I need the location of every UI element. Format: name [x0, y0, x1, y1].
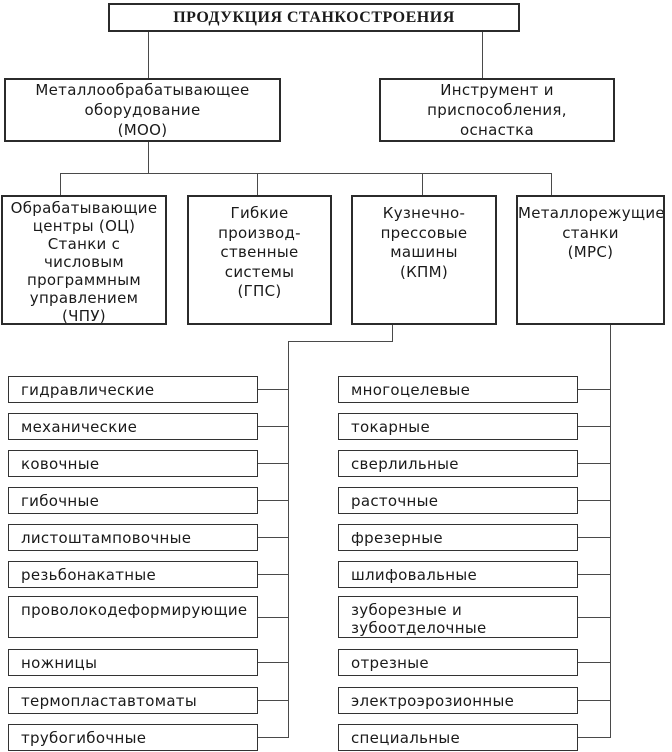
list-item-mrs-type: отрезные — [338, 649, 578, 676]
connector-tick-left-1 — [258, 389, 288, 390]
connector-moo-trunk — [148, 142, 149, 173]
box-machining-centers-cnc: Обрабатывающие центры (ОЦ) Станки с числ… — [1, 195, 167, 325]
connector-tick-right-10 — [578, 737, 610, 738]
list-item-kpm-type: проволокодеформирующие — [8, 596, 258, 638]
list-item-kpm-type: термопластавтоматы — [8, 687, 258, 714]
list-item-mrs-type: фрезерные — [338, 524, 578, 551]
connector-tick-right-2 — [578, 426, 610, 427]
list-item-kpm-type: резьбонакатные — [8, 561, 258, 588]
connector-tick-left-6 — [258, 574, 288, 575]
connector-tick-right-6 — [578, 574, 610, 575]
list-item-mrs-type: зуборезные и зубоотделочные — [338, 596, 578, 638]
connector-tick-left-5 — [258, 537, 288, 538]
list-item-kpm-type: трубогибочные — [8, 724, 258, 751]
connector-kpm-stub — [392, 325, 393, 342]
box-metalworking-equipment: Металлообрабатывающее оборудование (МОО) — [4, 78, 281, 142]
connector-title-moo — [148, 32, 149, 78]
connector-tick-right-3 — [578, 463, 610, 464]
connector-drop-gps — [257, 173, 258, 195]
connector-right-spine — [610, 325, 611, 738]
list-item-mrs-type: токарные — [338, 413, 578, 440]
list-item-mrs-type: электроэрозионные — [338, 687, 578, 714]
connector-tick-right-9 — [578, 700, 610, 701]
connector-drop-kpm — [422, 173, 423, 195]
connector-drop-mrs — [551, 173, 552, 195]
list-item-mrs-type: расточные — [338, 487, 578, 514]
connector-tick-left-10 — [258, 737, 288, 738]
list-item-kpm-type: гибочные — [8, 487, 258, 514]
connector-level3-rail — [60, 173, 552, 174]
box-flexible-systems: Гибкие производ- ственные системы (ГПС) — [187, 195, 332, 325]
box-metal-cutting-machines: Металлорежущие станки (МРС) — [516, 195, 665, 325]
connector-title-tools — [482, 32, 483, 78]
connector-kpm-elbow — [288, 341, 393, 342]
connector-tick-left-7 — [258, 617, 288, 618]
list-item-mrs-type: сверлильные — [338, 450, 578, 477]
box-forging-press-machines: Кузнечно- прессовые машины (КПМ) — [351, 195, 497, 325]
connector-tick-left-9 — [258, 700, 288, 701]
list-item-kpm-type: механические — [8, 413, 258, 440]
connector-tick-right-5 — [578, 537, 610, 538]
connector-tick-right-7 — [578, 617, 610, 618]
connector-tick-left-8 — [258, 662, 288, 663]
list-item-kpm-type: гидравлические — [8, 376, 258, 403]
list-item-mrs-type: шлифовальные — [338, 561, 578, 588]
connector-left-spine — [288, 341, 289, 738]
connector-tick-right-1 — [578, 389, 610, 390]
connector-tick-left-2 — [258, 426, 288, 427]
connector-tick-right-8 — [578, 662, 610, 663]
list-item-kpm-type: ножницы — [8, 649, 258, 676]
box-tools-fixtures: Инструмент и приспособления, оснастка — [379, 78, 615, 142]
connector-tick-right-4 — [578, 500, 610, 501]
list-item-kpm-type: ковочные — [8, 450, 258, 477]
list-item-mrs-type: многоцелевые — [338, 376, 578, 403]
connector-tick-left-3 — [258, 463, 288, 464]
connector-drop-chpu — [60, 173, 61, 195]
list-item-kpm-type: листоштамповочные — [8, 524, 258, 551]
connector-tick-left-4 — [258, 500, 288, 501]
list-item-mrs-type: специальные — [338, 724, 578, 751]
title-box: ПРОДУКЦИЯ СТАНКОСТРОЕНИЯ — [108, 3, 520, 32]
